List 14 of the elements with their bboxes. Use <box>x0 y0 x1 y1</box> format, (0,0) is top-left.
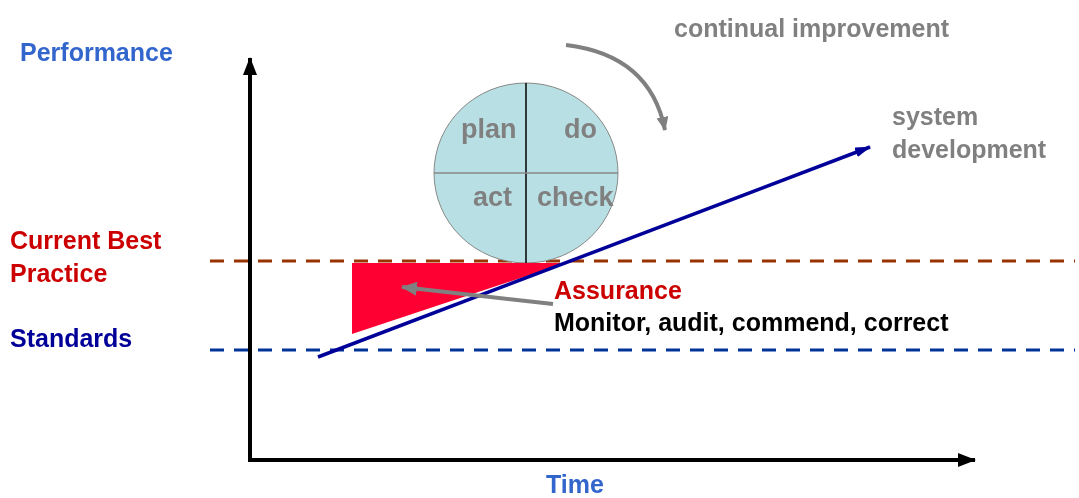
trend-caption: system development <box>892 101 1048 165</box>
quadrant-label: do <box>564 116 597 143</box>
level-label: Current Best Practice <box>10 225 163 289</box>
leader-arrow <box>401 281 554 306</box>
axis-title: Performance <box>20 37 173 68</box>
axis-title: Time <box>546 469 604 498</box>
assurance-description: Monitor, audit, commend, correct <box>554 308 949 337</box>
assurance-heading: Assurance <box>554 276 682 305</box>
level-label: Standards <box>10 323 133 354</box>
quadrant-label: check <box>537 184 614 211</box>
quadrant-label: plan <box>461 116 517 143</box>
quadrant-label: act <box>473 184 513 211</box>
pdca-cycle-ellipse <box>433 82 619 264</box>
cycle-caption: continual improvement <box>674 13 950 44</box>
